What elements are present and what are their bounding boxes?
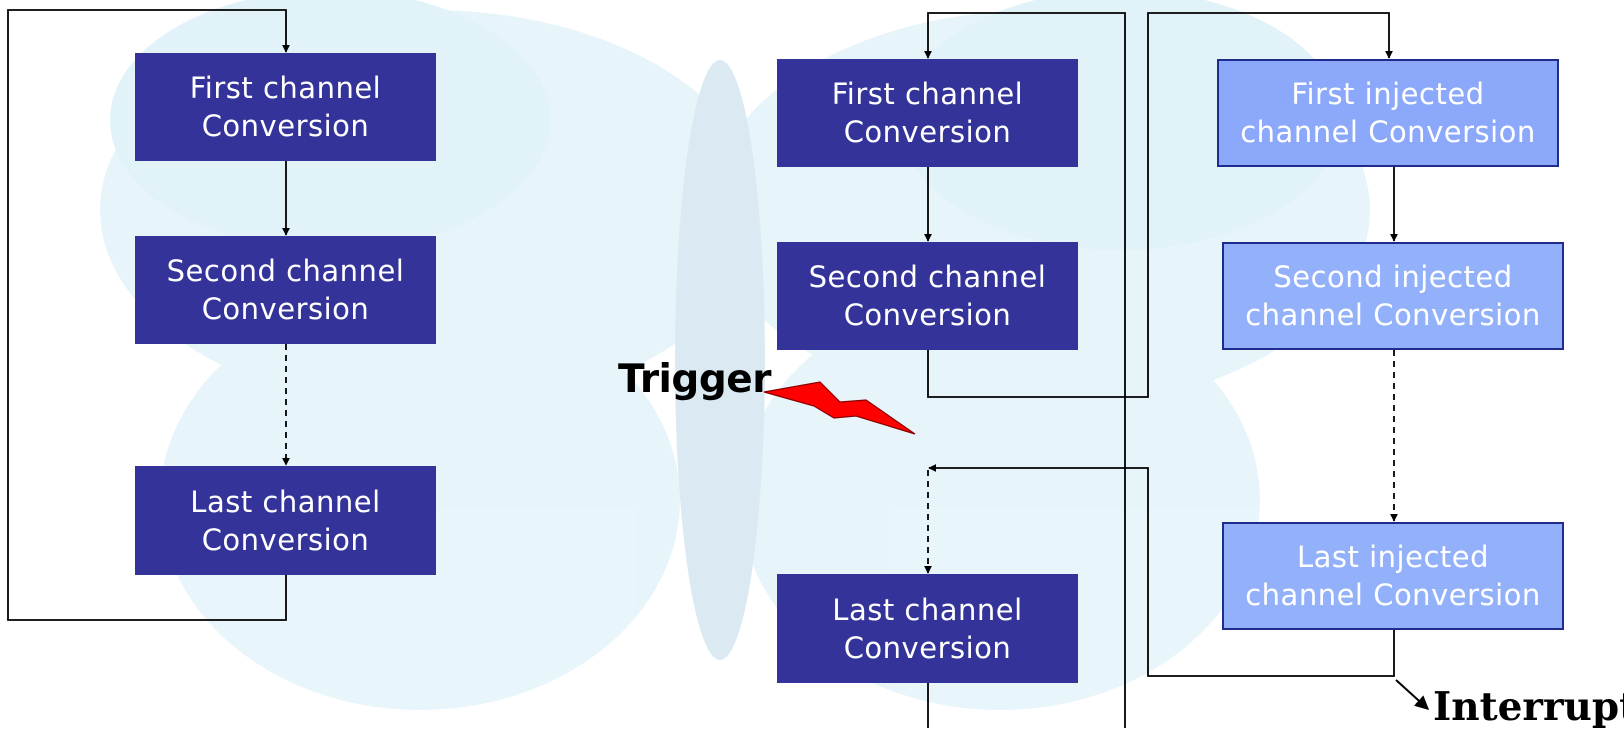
injected-second-channel-box: Second injected channel Conversion [1222,242,1564,350]
box-label-line: Conversion [201,109,370,143]
box-label-line: Conversion [843,115,1012,149]
regular-last-channel-box: Last channel Conversion [777,574,1078,683]
box-label-line: Last channel [832,592,1023,627]
box-label-line: First channel [831,77,1024,111]
box-label-line: Conversion [843,298,1012,332]
injected-first-channel-box: First injected channel Conversion [1217,59,1559,167]
box-label-line: Conversion [843,630,1012,665]
box-label-line: Last channel [190,484,381,519]
box-label-line: First injected [1291,77,1485,111]
trigger-bolt-icon [763,381,916,435]
box-label-line: channel Conversion [1245,578,1541,612]
box-label-line: channel Conversion [1240,115,1536,149]
interrupt-label: Interrupt [1433,684,1624,730]
box-label-line: Conversion [201,522,370,557]
box-label-line: Second channel [166,254,405,288]
left-connectors [7,9,290,621]
trigger-label: Trigger [618,357,771,402]
box-label-line: Conversion [201,292,370,326]
left-first-channel-box: First channel Conversion [135,53,436,161]
regular-second-channel-box: Second channel Conversion [777,242,1078,350]
regular-first-channel-box: First channel Conversion [777,59,1078,167]
box-label-line: Second injected [1273,260,1513,294]
injected-last-channel-box: Last injected channel Conversion [1222,522,1564,630]
box-label-line: First channel [189,71,382,105]
left-second-channel-box: Second channel Conversion [135,236,436,344]
box-label-line: Last injected [1296,540,1490,574]
injected-connectors [1390,167,1430,710]
regular-connectors [924,12,1395,728]
box-label-line: Second channel [808,260,1047,294]
box-label-line: channel Conversion [1245,298,1541,332]
left-last-channel-box: Last channel Conversion [135,466,436,575]
